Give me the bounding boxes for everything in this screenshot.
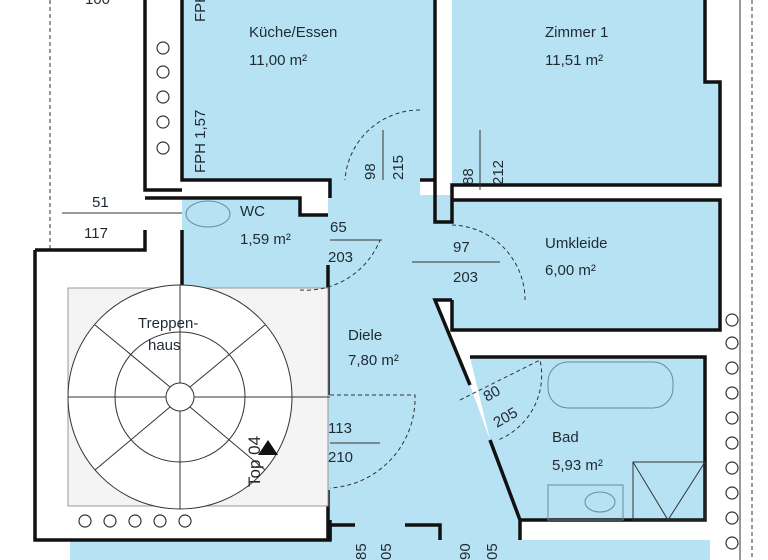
dim-left-h: 117 — [84, 225, 108, 242]
diele-name: Diele — [348, 327, 382, 344]
wc-name: WC — [240, 203, 265, 220]
dim-umkleide-door-h: 203 — [453, 269, 478, 286]
stair-core — [165, 382, 195, 412]
dim-bottom1-w: 85 — [353, 543, 370, 560]
room-wc — [182, 198, 330, 290]
door-umkleide — [451, 224, 526, 301]
walls-upper — [143, 0, 722, 224]
bad-area: 5,93 m² — [552, 457, 603, 474]
walls-wc — [145, 196, 330, 290]
unit-label: Top 04 — [245, 436, 264, 487]
walls-stairwell — [33, 230, 332, 542]
room-zimmer-1 — [452, 0, 720, 185]
stair-treads — [68, 285, 330, 509]
fph-top: FPH — [192, 0, 209, 22]
dim-kitchen-door-w: 98 — [362, 163, 379, 180]
stair-walkline — [114, 331, 246, 463]
room-diele — [328, 180, 520, 540]
room1-area: 11,51 m² — [545, 52, 603, 69]
shower-icon — [632, 461, 706, 521]
shaft-circles-right — [725, 313, 739, 550]
wc-area: 1,59 m² — [240, 231, 291, 248]
umkleide-name: Umkleide — [545, 235, 608, 252]
door-entry — [329, 394, 416, 489]
room-kitchen — [182, 0, 435, 180]
door-wc — [299, 239, 381, 291]
shaft-circles-left — [156, 41, 170, 155]
walls-umkleide — [432, 198, 722, 386]
dim-entry-door-h: 210 — [328, 449, 353, 466]
dim-room1-door-h: 212 — [490, 160, 507, 185]
entry-arrow-icon — [258, 440, 278, 455]
door-kitchen — [344, 109, 421, 181]
dim-left-w: 51 — [92, 194, 109, 211]
dim-entry-door-w: 113 — [328, 420, 352, 437]
shaft-circles-bottom — [78, 514, 192, 528]
diele-area: 7,80 m² — [348, 352, 399, 369]
dim-wc-door-h: 203 — [328, 249, 353, 266]
dim-room1-door-w: 88 — [460, 168, 477, 185]
fph-label: FPH 1,57 — [192, 110, 209, 173]
walls-bottom — [328, 520, 522, 540]
umkleide-area: 6,00 m² — [545, 262, 596, 279]
dim-umkleide-door-w: 97 — [453, 239, 470, 256]
kitchen-area: 11,00 m² — [249, 52, 307, 69]
door-bad — [459, 359, 543, 441]
bathtub-icon — [547, 361, 674, 409]
room-umkleide — [452, 200, 720, 330]
top-dimension: 100 — [85, 0, 110, 8]
dim-kitchen-door-h: 215 — [390, 155, 407, 180]
dim-bottom2-h: 05 — [484, 543, 501, 560]
stairs-name-2: haus — [148, 337, 181, 354]
stairs-name-1: Treppen- — [138, 315, 198, 332]
dimension-lines — [62, 130, 500, 444]
dim-bottom2-w: 90 — [457, 543, 474, 560]
sink-icon — [547, 484, 624, 521]
toilet-icon — [185, 200, 231, 228]
room-bottom — [70, 540, 710, 560]
kitchen-name: Küche/Essen — [249, 24, 337, 41]
dim-wc-door-w: 65 — [330, 219, 347, 236]
room-bad — [470, 357, 705, 520]
room1-name: Zimmer 1 — [545, 24, 608, 41]
dim-bad-door-w: 80 — [481, 382, 504, 405]
bad-name: Bad — [552, 429, 579, 446]
dim-bottom1-h: 05 — [378, 543, 395, 560]
